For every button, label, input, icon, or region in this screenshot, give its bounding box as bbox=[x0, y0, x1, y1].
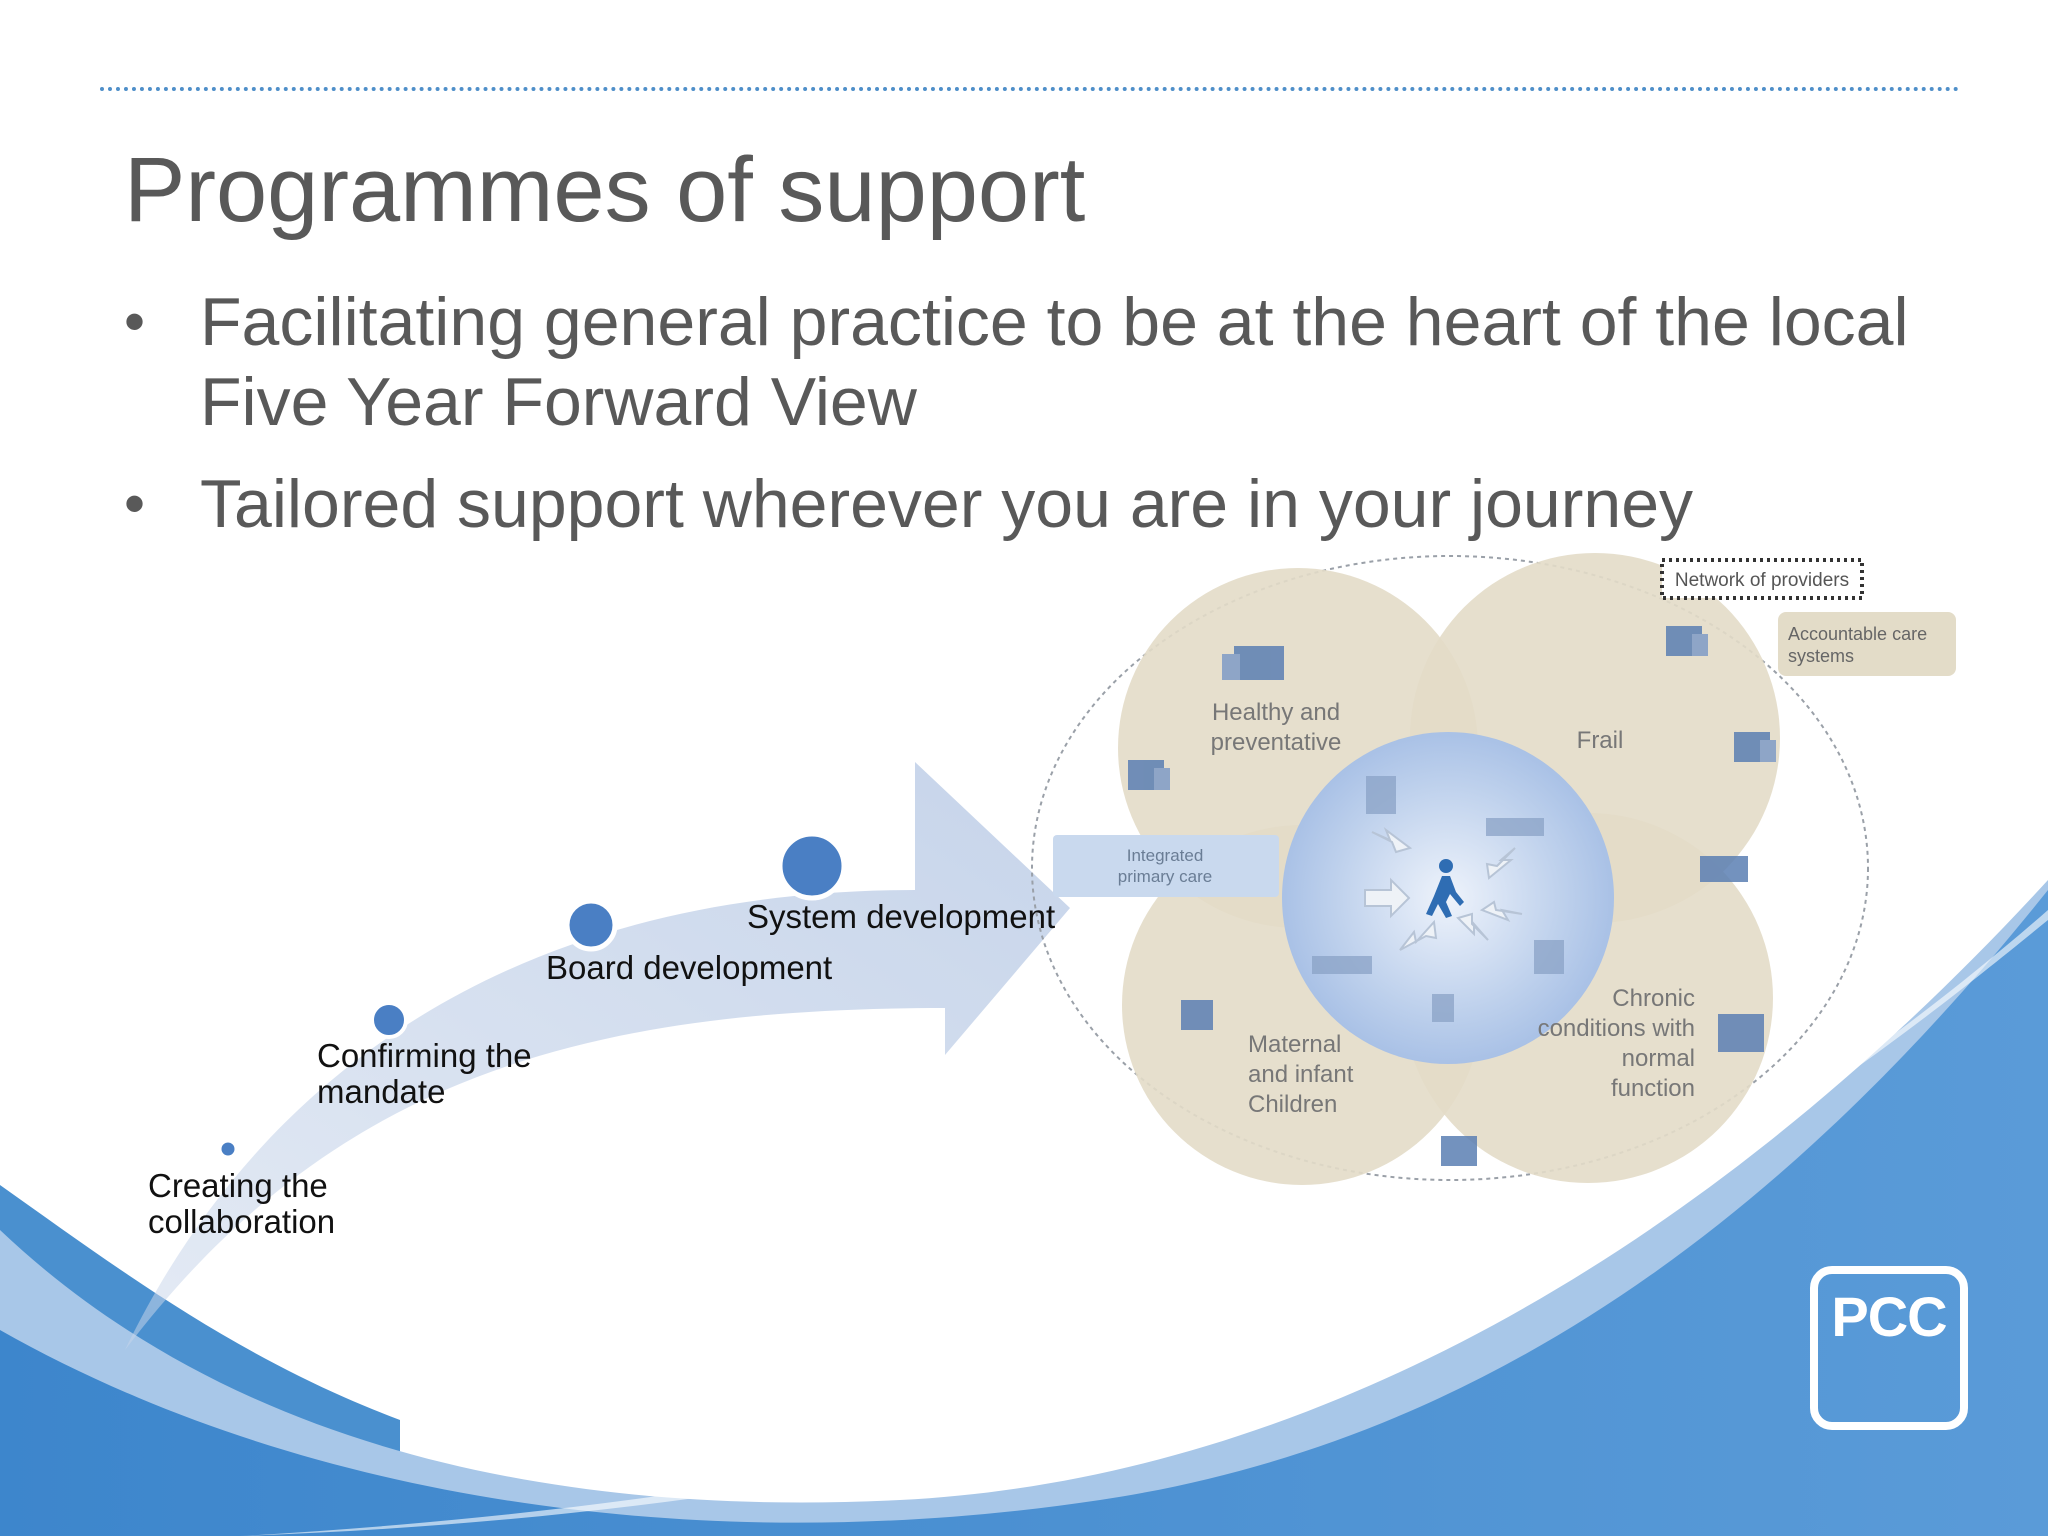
bullet-item: • Facilitating general practice to be at… bbox=[124, 282, 1954, 442]
segment-label-frail: Frail bbox=[1577, 727, 1624, 754]
integrated-label-box bbox=[1053, 835, 1279, 897]
accountable-label-line: systems bbox=[1788, 646, 1854, 666]
accountable-label-line: Accountable care bbox=[1788, 624, 1927, 644]
accountable-label-box bbox=[1778, 612, 1956, 676]
stage-dot-system bbox=[777, 831, 847, 901]
segment-label-chronic-line: Chronic bbox=[1612, 985, 1695, 1012]
bullet-dot-icon: • bbox=[124, 288, 146, 355]
integrated-label-line: Integrated bbox=[1127, 846, 1204, 865]
bullet-list: • Facilitating general practice to be at… bbox=[124, 282, 1954, 566]
stage-label-confirming: Confirming the mandate bbox=[317, 1037, 532, 1110]
journey-arrow-diagram bbox=[125, 762, 1070, 1350]
segment-label-healthy: Healthy and preventative bbox=[1211, 699, 1342, 756]
slide-title: Programmes of support bbox=[124, 139, 1086, 241]
journey-arrow bbox=[125, 762, 1070, 1350]
header-dotted-rule bbox=[100, 87, 1960, 91]
core-building-icons bbox=[1312, 776, 1564, 1022]
integrated-label-line: primary care bbox=[1118, 867, 1212, 886]
bullet-item: • Tailored support wherever you are in y… bbox=[124, 464, 1954, 544]
patient-person-icon bbox=[1426, 859, 1464, 918]
stage-dot-board bbox=[564, 898, 618, 952]
network-boundary bbox=[1031, 555, 1869, 1181]
segment-label-frail-line: Frail bbox=[1577, 727, 1624, 754]
segment-label-healthy-line: preventative bbox=[1211, 729, 1342, 756]
segment-label-healthy-line: Healthy and bbox=[1212, 699, 1340, 726]
bullet-text: Tailored support wherever you are in you… bbox=[200, 466, 1694, 542]
hospital-icon bbox=[1128, 626, 1776, 1166]
stage-label-creating: Creating the collaboration bbox=[148, 1167, 336, 1240]
stage-dot-creating bbox=[218, 1139, 238, 1159]
integrated-label: Integrated primary care bbox=[1118, 846, 1212, 886]
network-label-line: Network of providers bbox=[1675, 570, 1849, 591]
stage-label-board: Board development bbox=[546, 949, 833, 986]
segment-label-maternal-line: Children bbox=[1248, 1091, 1337, 1118]
wave-main bbox=[0, 890, 2048, 1536]
segment-label-maternal-line: Maternal bbox=[1248, 1031, 1341, 1058]
stage-dot-confirming bbox=[370, 1001, 408, 1039]
segment-label-chronic: Chronic conditions with normal function bbox=[1538, 985, 1695, 1102]
segment-label-chronic-line: normal bbox=[1622, 1045, 1695, 1072]
bullet-dot-icon: • bbox=[124, 470, 146, 537]
stage-label-system: System development bbox=[747, 898, 1056, 935]
bullet-text: Facilitating general practice to be at t… bbox=[200, 284, 1909, 440]
segment-label-maternal-line: and infant bbox=[1248, 1061, 1354, 1088]
network-label-box bbox=[1660, 558, 1864, 600]
pcc-logo: PCC bbox=[1810, 1266, 1968, 1430]
logo-text: PCC bbox=[1831, 1285, 1947, 1348]
segment-label-chronic-line: conditions with bbox=[1538, 1015, 1695, 1042]
network-label: Network of providers bbox=[1675, 570, 1849, 591]
inward-arrows-icon bbox=[1364, 827, 1523, 951]
segment-label-chronic-line: function bbox=[1611, 1075, 1695, 1102]
